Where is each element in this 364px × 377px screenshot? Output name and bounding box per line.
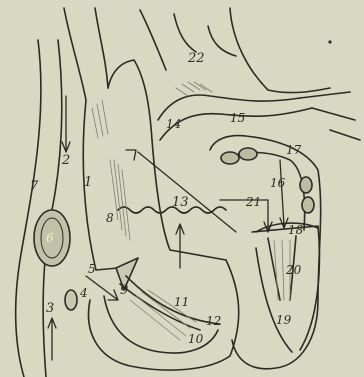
pulmonary-vein-opening-1 bbox=[221, 152, 239, 164]
label-22: 22 bbox=[188, 52, 205, 65]
label-14: 14 bbox=[166, 118, 181, 130]
superior-vena-cava-right bbox=[95, 8, 108, 88]
label-5: 5 bbox=[88, 263, 96, 275]
label-13: 13 bbox=[172, 196, 189, 209]
pulmonary-vein-opening-4 bbox=[302, 197, 314, 213]
right-atrium-inner bbox=[108, 60, 152, 140]
label-6: 6 bbox=[46, 232, 54, 244]
label-9: 9 bbox=[120, 284, 128, 297]
label-17: 17 bbox=[286, 144, 301, 156]
valve-leaflets bbox=[120, 276, 220, 330]
aorta-inner bbox=[174, 14, 236, 56]
label-7: 7 bbox=[30, 180, 38, 193]
label-21: 21 bbox=[246, 196, 261, 208]
left-atrium-inner bbox=[222, 153, 305, 231]
label-15: 15 bbox=[230, 112, 245, 124]
label-11: 11 bbox=[174, 296, 189, 308]
label-4: 4 bbox=[80, 287, 88, 299]
label-1: 1 bbox=[84, 176, 92, 189]
pulmonary-branches bbox=[300, 92, 360, 140]
septum-line bbox=[152, 140, 226, 260]
label-12: 12 bbox=[206, 315, 221, 327]
label-8: 8 bbox=[106, 212, 114, 224]
pulmonary-vein-opening-2 bbox=[239, 148, 257, 160]
label-18: 18 bbox=[288, 224, 303, 236]
vessel-outer-left-wall bbox=[16, 40, 41, 377]
small-vessel bbox=[65, 290, 77, 310]
label-10: 10 bbox=[188, 333, 203, 345]
superior-vena-cava-left bbox=[64, 8, 86, 100]
label-2: 2 bbox=[62, 154, 70, 167]
left-atrium-wall bbox=[210, 136, 321, 369]
ink-dot bbox=[328, 40, 331, 43]
left-ventricle-wall bbox=[252, 226, 319, 350]
label-20: 20 bbox=[286, 264, 301, 276]
tissue-hatching bbox=[92, 82, 290, 340]
label-19: 19 bbox=[276, 314, 291, 326]
pulmonary-vein-opening-3 bbox=[300, 177, 312, 193]
label-3: 3 bbox=[46, 302, 54, 315]
aorta-arch bbox=[140, 8, 330, 93]
label-16: 16 bbox=[270, 177, 285, 189]
